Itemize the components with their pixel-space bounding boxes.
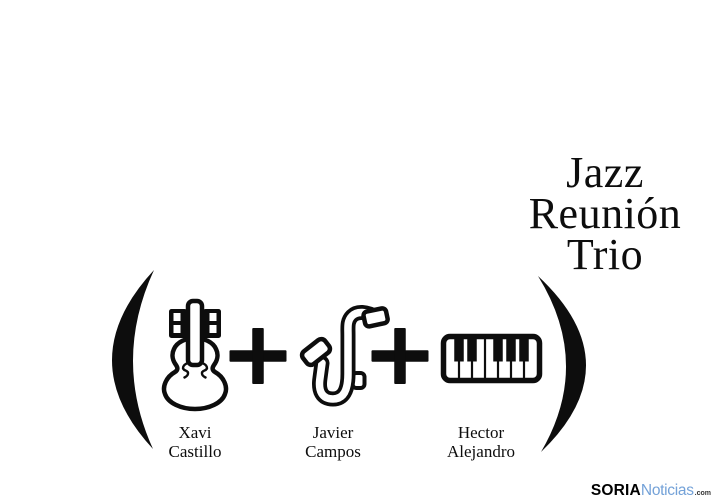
plus-icon bbox=[229, 328, 287, 384]
title-line-3: Trio bbox=[566, 230, 644, 279]
close-paren-icon bbox=[538, 276, 587, 452]
page-title: Jazz Reunión Trio bbox=[490, 148, 714, 279]
soria-noticias-logo: SORIA Noticias .com bbox=[591, 482, 711, 500]
member-last-name: Castillo bbox=[168, 441, 222, 461]
member-first-name: Hector bbox=[457, 423, 505, 442]
member-first-name: Javier bbox=[312, 423, 354, 442]
double-bass-icon bbox=[161, 298, 229, 412]
logo-suffix-text: Noticias bbox=[640, 482, 694, 499]
member-first-name: Xavi bbox=[178, 423, 212, 442]
title-line-2: Reunión bbox=[528, 189, 682, 238]
member-name-hector-alejandro: Hector Alejandro bbox=[416, 423, 546, 461]
member-last-name: Campos bbox=[305, 441, 361, 461]
open-paren-icon bbox=[111, 270, 154, 449]
logo-tld-text: .com bbox=[694, 490, 711, 497]
logo-brand-text: SORIA bbox=[590, 482, 641, 499]
saxophone-icon bbox=[299, 305, 390, 407]
plus-icon bbox=[371, 328, 429, 384]
member-name-javier-campos: Javier Campos bbox=[273, 423, 393, 461]
member-name-xavi-castillo: Xavi Castillo bbox=[135, 423, 255, 461]
piano-keyboard-icon bbox=[440, 333, 543, 384]
title-line-1: Jazz bbox=[566, 148, 644, 197]
member-last-name: Alejandro bbox=[447, 441, 515, 461]
